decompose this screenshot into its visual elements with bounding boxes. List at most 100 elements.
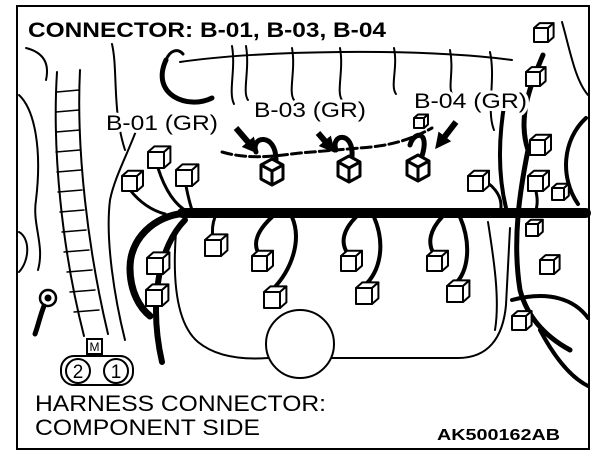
connector-lead: [332, 134, 355, 160]
arrow-b03: [315, 131, 336, 153]
connector-block-front: [446, 285, 464, 303]
connector-pin-label: 1: [111, 362, 122, 383]
hose-edge: [78, 69, 109, 335]
intake-runner: [244, 45, 249, 101]
arrow-b01: [233, 126, 259, 154]
harness-wire: [497, 98, 508, 210]
connector-block-icon: [146, 251, 171, 275]
connector-block-icon: [121, 169, 144, 192]
connector-block-front: [525, 223, 539, 237]
connector-block-icon: [413, 113, 429, 129]
connector-block-icon: [525, 218, 544, 237]
intake-runner: [290, 47, 295, 101]
main-harness-branch: [153, 217, 188, 365]
label-b01: B-01 (GR): [106, 112, 218, 135]
connector-block-front: [539, 259, 555, 275]
caption-line-1: HARNESS CONNECTOR:: [35, 391, 326, 416]
body-outline: [487, 221, 498, 331]
engine-drawing: [18, 21, 591, 388]
connector-block-icon: [251, 249, 274, 272]
target-connector-b04-icon: [405, 153, 431, 183]
pointer-arrows: [233, 120, 459, 154]
connector-block-front: [529, 139, 546, 156]
connector-block-icon: [539, 254, 561, 275]
connector-lead: [407, 132, 427, 159]
connector-block-front: [340, 255, 357, 272]
connector-block-front: [413, 117, 425, 129]
connector-block-front: [204, 239, 222, 257]
connector-block-icon: [446, 279, 471, 303]
connector-block-icon: [263, 285, 288, 309]
connector-pin-label: 2: [73, 362, 84, 383]
diagram-title: CONNECTOR: B-01, B-03, B-04: [28, 19, 386, 42]
connector-block-front: [251, 255, 268, 272]
connector-block-front: [145, 289, 163, 307]
body-outline: [107, 119, 141, 341]
connector-block-icon: [527, 169, 550, 192]
engine-block-outline: [173, 231, 269, 360]
connector-block-icon: [204, 233, 229, 257]
harness-wire: [270, 215, 298, 292]
connector-block-front: [263, 291, 281, 309]
connector-block-icon: [467, 169, 490, 192]
connector-tab-label: M: [90, 340, 100, 354]
target-connector-edges: [337, 160, 361, 182]
intake-runner: [392, 47, 397, 95]
connector-pin-1: [103, 358, 129, 384]
body-outline: [561, 21, 589, 96]
connector-block-front: [511, 315, 527, 331]
connector-block-icon: [529, 133, 552, 156]
connector-block-icon: [355, 281, 380, 305]
hose-edge: [54, 71, 85, 337]
connector-block-front: [175, 169, 193, 187]
connector-blocks: [121, 22, 570, 331]
target-connector-b01-icon: [259, 157, 285, 187]
connector-block-front: [355, 287, 373, 305]
engine-block-port: [265, 309, 335, 379]
harness-wire: [184, 184, 194, 212]
connector-block-front: [147, 151, 165, 169]
connector-lock-tab: [86, 338, 103, 355]
intake-runner: [230, 45, 235, 105]
connector-block-icon: [340, 249, 363, 272]
connector-block-icon: [145, 283, 170, 307]
label-b03: B-03 (GR): [254, 99, 366, 122]
intake-runner: [449, 49, 453, 95]
connector-pin-2: [65, 358, 91, 384]
connector-block-icon: [175, 163, 200, 187]
harness-wire: [564, 116, 588, 206]
connector-block-front: [121, 175, 138, 192]
connector-block-front: [146, 257, 164, 275]
body-outline: [18, 231, 29, 273]
harness-wire: [538, 328, 590, 388]
body-outline: [25, 47, 48, 81]
harness-wire: [128, 188, 167, 216]
intake-runner: [489, 51, 495, 131]
connector-block-front: [525, 71, 541, 87]
engine-block-outline: [331, 227, 511, 359]
label-b04: B-04 (GR): [414, 90, 527, 113]
ground-eyelet-hole: [44, 294, 52, 302]
ground-wire: [32, 303, 47, 337]
target-connector-edges: [260, 163, 284, 185]
harness-connector-symbol: [60, 338, 134, 386]
harness-wire: [164, 49, 185, 62]
harness-wire: [159, 57, 215, 105]
arrow-b04: [435, 120, 459, 150]
main-harness-branch: [126, 209, 190, 320]
connector-block-icon: [533, 22, 555, 43]
hose-ribs: [55, 89, 100, 313]
target-connector-b03-icon: [336, 154, 362, 184]
body-outline: [18, 94, 42, 271]
connector-block-icon: [525, 66, 547, 87]
ground-eyelet-icon: [38, 288, 58, 308]
connector-block-icon: [147, 145, 172, 169]
body-outline: [111, 43, 126, 151]
target-connector-edges: [406, 159, 430, 181]
connector-block-front: [527, 175, 544, 192]
connector-block-icon: [551, 182, 570, 201]
figure-code: AK500162AB: [437, 427, 560, 444]
connector-block-icon: [511, 310, 533, 331]
caption-line-2: COMPONENT SIDE: [35, 415, 260, 440]
